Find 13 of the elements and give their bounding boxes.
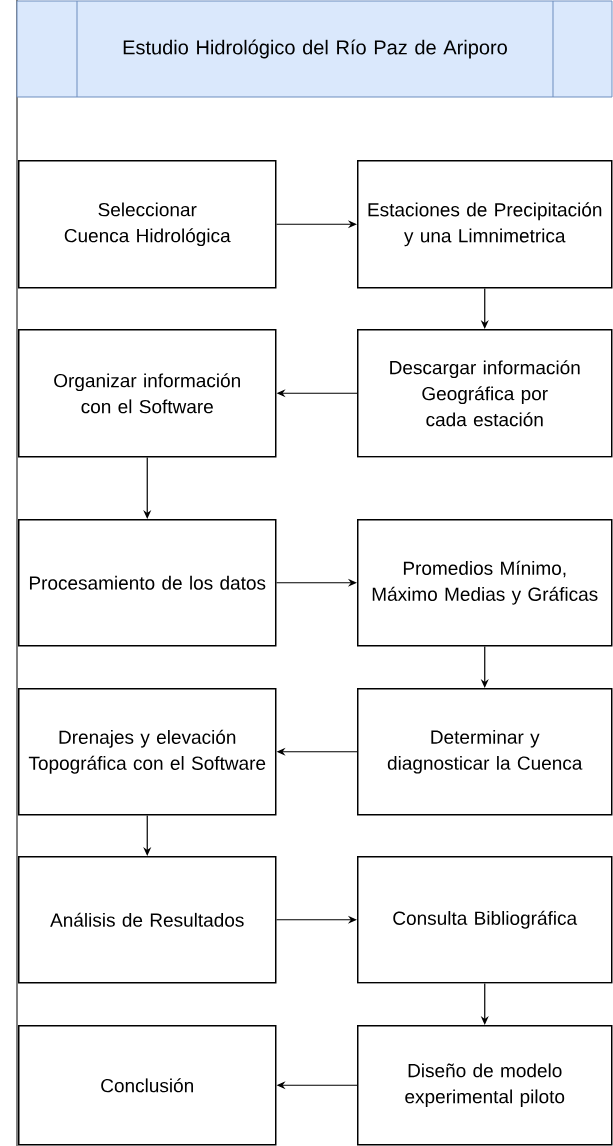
process-box: Seleccionar Cuenca Hidrológica xyxy=(18,160,277,289)
process-box: Determinar y diagnosticar la Cuenca xyxy=(357,688,613,816)
title-bar: Estudio Hidrológico del Río Paz de Ariporo xyxy=(16,0,613,98)
process-box: Conclusión xyxy=(18,1025,277,1146)
process-box: Consulta Bibliográfica xyxy=(357,856,613,984)
process-box: Promedios Mínimo, Máximo Medias y Gráficas xyxy=(357,519,613,647)
process-box: Análisis de Resultados xyxy=(18,856,277,984)
process-box: Organizar información con el Software xyxy=(18,329,277,458)
process-box: Procesamiento de los datos xyxy=(18,519,277,647)
process-box: Descargar información Geográfica por cada estación xyxy=(357,329,613,458)
process-box: Drenajes y elevación Topográfica con el Software xyxy=(18,688,277,816)
process-box: Estaciones de Precipitación y una Limnimetrica xyxy=(357,160,613,289)
process-box: Diseño de modelo experimental piloto xyxy=(357,1025,613,1146)
